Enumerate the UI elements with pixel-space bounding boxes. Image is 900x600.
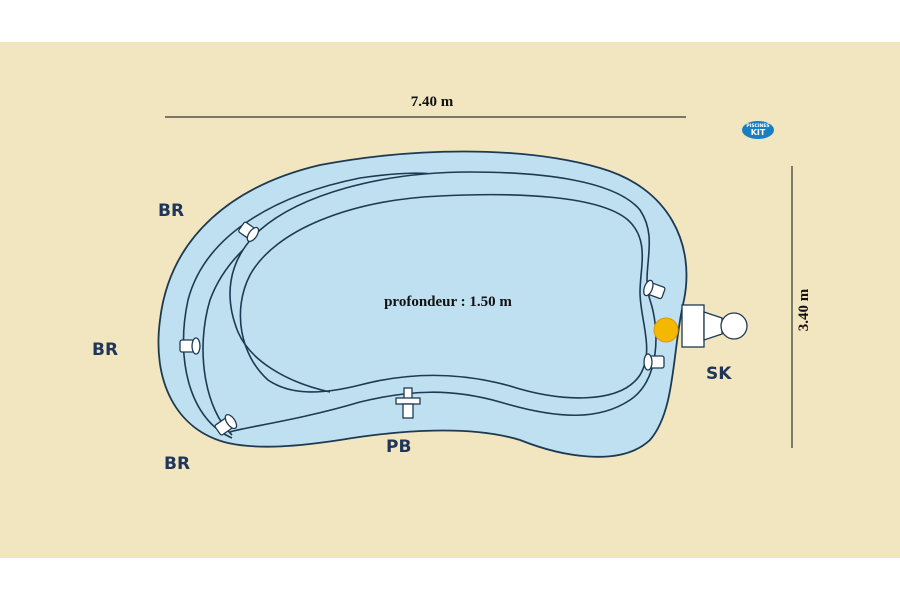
label-br-bottom: BR xyxy=(164,454,190,474)
return-nozzle-icon xyxy=(643,279,666,300)
pool-inner-basin xyxy=(229,171,657,433)
return-nozzle-icon xyxy=(179,337,201,355)
label-sk: SK xyxy=(706,364,732,384)
return-nozzle-icon xyxy=(214,413,238,436)
logo-line2: KIT xyxy=(751,128,766,137)
logo-line1: PISCINES xyxy=(746,123,769,129)
brand-logo: PISCINES KIT xyxy=(742,121,774,139)
return-nozzle-icon xyxy=(643,353,665,371)
main-drain-icon xyxy=(395,387,421,419)
depth-label: profondeur : 1.50 m xyxy=(384,294,512,310)
label-br-top: BR xyxy=(158,201,184,221)
label-pb: PB xyxy=(386,437,411,457)
length-label: 7.40 m xyxy=(411,94,454,110)
pool-step-ring-1 xyxy=(182,172,441,439)
return-nozzle-icon xyxy=(238,221,260,243)
skimmer-icon xyxy=(681,304,748,348)
label-br-mid: BR xyxy=(92,340,118,360)
pool-light-icon xyxy=(653,317,679,343)
width-label: 3.40 m xyxy=(796,288,812,331)
pool-inner-floor xyxy=(239,193,648,399)
